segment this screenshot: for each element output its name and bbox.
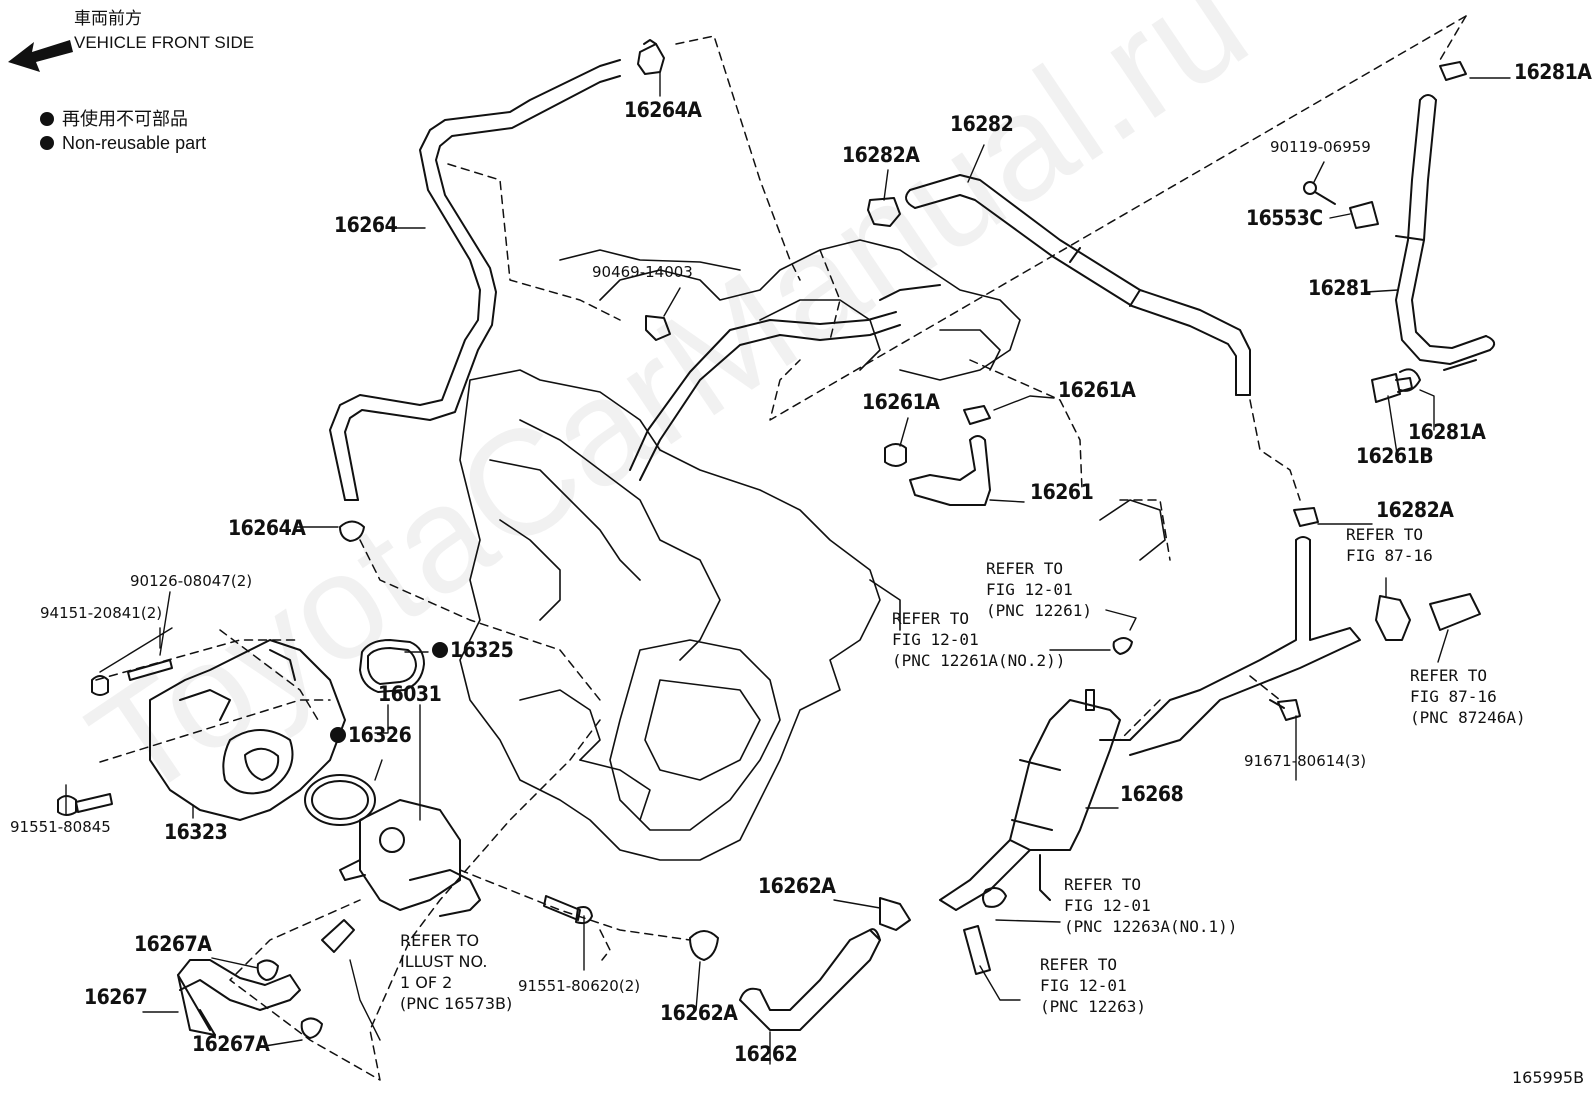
- callout-16267A-bottom[interactable]: 16267A: [192, 1032, 270, 1056]
- callout-16031[interactable]: 16031: [378, 682, 442, 706]
- ref-fig-87-16-a[interactable]: REFER TO FIG 87-16: [1346, 525, 1433, 565]
- callout-16261A-right[interactable]: 16261A: [1058, 378, 1136, 402]
- thermostat-16031: [359, 799, 461, 911]
- callout-16325[interactable]: 16325: [432, 638, 514, 662]
- callout-16262A-mid[interactable]: 16262A: [758, 874, 836, 898]
- non-reusable-icon: [330, 727, 346, 743]
- callout-16282A-top[interactable]: 16282A: [842, 143, 920, 167]
- callout-16282A-right[interactable]: 16282A: [1376, 498, 1454, 522]
- legend-row-en: Non-reusable part: [40, 134, 206, 152]
- callout-16267[interactable]: 16267: [84, 985, 148, 1009]
- hose-16261: [909, 439, 991, 506]
- callout-16261[interactable]: 16261: [1030, 480, 1094, 504]
- hose-16264: [329, 59, 621, 501]
- callout-16268[interactable]: 16268: [1120, 782, 1184, 806]
- callout-16261A-left[interactable]: 16261A: [862, 390, 940, 414]
- bullet-icon: [40, 136, 54, 150]
- hose-16281: [1395, 99, 1491, 365]
- valve-16268: [1009, 699, 1121, 851]
- callout-16267A-top[interactable]: 16267A: [134, 932, 212, 956]
- callout-90119-06959[interactable]: 90119-06959: [1270, 138, 1371, 156]
- ref-fig-12-01-pnc-12261A[interactable]: REFER TO FIG 12-01 (PNC 12261A(NO.2)): [892, 609, 1066, 670]
- hose-16262: [739, 929, 881, 1031]
- non-reusable-icon: [432, 642, 448, 658]
- callout-90126-08047[interactable]: 90126-08047(2): [130, 572, 253, 590]
- callout-91671-80614[interactable]: 91671-80614(3): [1244, 752, 1367, 770]
- callout-16553C[interactable]: 16553C: [1246, 206, 1323, 230]
- callout-16261B[interactable]: 16261B: [1356, 444, 1434, 468]
- callout-16264A-top[interactable]: 16264A: [624, 98, 702, 122]
- ref-fig-12-01-pnc-12261[interactable]: REFER TO FIG 12-01 (PNC 12261): [986, 559, 1092, 620]
- legend-text-en: Non-reusable part: [62, 133, 207, 153]
- callout-16326[interactable]: 16326: [330, 723, 412, 747]
- ref-fig-87-16-pnc-87246A[interactable]: REFER TO FIG 87-16 (PNC 87246A): [1410, 666, 1526, 727]
- callout-91551-80620[interactable]: 91551-80620(2): [518, 977, 641, 995]
- ref-illust-16573B[interactable]: REFER TO ILLUST NO. 1 OF 2 (PNC 16573B): [400, 931, 513, 1013]
- legend-text-jp: 再使用不可部品: [62, 109, 188, 129]
- bullet-icon: [40, 112, 54, 126]
- callout-16264A-left[interactable]: 16264A: [228, 516, 306, 540]
- callout-91551-80845[interactable]: 91551-80845: [10, 818, 111, 836]
- callout-16282[interactable]: 16282: [950, 112, 1014, 136]
- callout-16281A-bottom[interactable]: 16281A: [1408, 420, 1486, 444]
- figure-id: 165995B: [1512, 1068, 1585, 1087]
- legend-row-jp: 再使用不可部品: [40, 110, 188, 128]
- hose-16267: [177, 959, 301, 1036]
- callout-16323[interactable]: 16323: [164, 820, 228, 844]
- callout-16281[interactable]: 16281: [1308, 276, 1372, 300]
- callout-16262[interactable]: 16262: [734, 1042, 798, 1066]
- ref-fig-12-01-pnc-12263[interactable]: REFER TO FIG 12-01 (PNC 12263): [1040, 955, 1146, 1016]
- front-arrow-icon: [8, 40, 73, 72]
- hose-16282: [909, 174, 1251, 396]
- callout-94151-20841[interactable]: 94151-20841(2): [40, 604, 163, 622]
- direction-label-en: VEHICLE FRONT SIDE: [74, 33, 255, 52]
- callout-16326-text: 16326: [348, 723, 412, 747]
- callout-16262A-bottom[interactable]: 16262A: [660, 1001, 738, 1025]
- direction-label-jp: 車両前方: [74, 9, 142, 28]
- callout-16325-text: 16325: [450, 638, 514, 662]
- ref-fig-12-01-pnc-12263A[interactable]: REFER TO FIG 12-01 (PNC 12263A(NO.1)): [1064, 875, 1238, 936]
- callout-16264[interactable]: 16264: [334, 213, 398, 237]
- callout-16281A-top[interactable]: 16281A: [1514, 60, 1592, 84]
- callout-90469-14003[interactable]: 90469-14003: [592, 263, 693, 281]
